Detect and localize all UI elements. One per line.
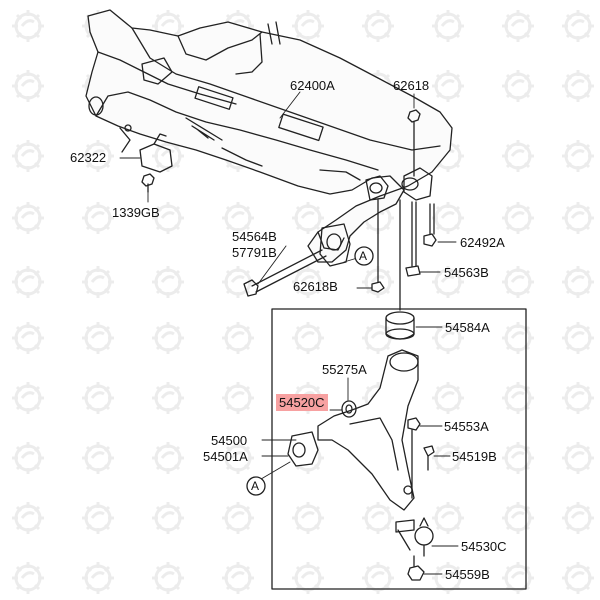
label-rear-bolt-a: 54564B bbox=[232, 229, 277, 244]
subframe-top-edge bbox=[131, 27, 441, 151]
label-ball-nut: 54559B bbox=[445, 567, 490, 582]
gear-wrench-icon bbox=[80, 264, 116, 300]
gear-wrench-icon bbox=[560, 440, 596, 476]
gear-wrench-icon bbox=[290, 320, 326, 356]
label-washer-bolt: 54563B bbox=[444, 265, 489, 280]
gear-wrench-icon bbox=[80, 320, 116, 356]
gear-wrench-icon bbox=[290, 264, 326, 300]
gear-wrench-icon bbox=[10, 560, 46, 596]
gear-wrench-icon bbox=[10, 8, 46, 44]
gear-wrench-icon bbox=[430, 440, 466, 476]
gear-wrench-icon bbox=[430, 380, 466, 416]
gear-wrench-icon bbox=[560, 264, 596, 300]
label-bolt-right: 62492A bbox=[460, 235, 505, 250]
label-arm-bolt: 54553A bbox=[444, 419, 489, 434]
gear-wrench-icon bbox=[560, 68, 596, 104]
gear-wrench-icon bbox=[220, 560, 256, 596]
gear-wrench-icon bbox=[500, 500, 536, 536]
gear-wrench-icon bbox=[10, 500, 46, 536]
gear-wrench-icon bbox=[220, 264, 256, 300]
callout-a-top-label: A bbox=[359, 249, 368, 263]
gear-wrench-icon bbox=[290, 500, 326, 536]
gear-wrench-icon bbox=[10, 440, 46, 476]
gear-wrench-icon bbox=[500, 138, 536, 174]
gear-wrench-icon bbox=[500, 380, 536, 416]
callout-a-bottom bbox=[246, 476, 266, 496]
gear-wrench-icon bbox=[560, 8, 596, 44]
gear-wrench-icon bbox=[150, 200, 186, 236]
label-bracket-nut: 1339GB bbox=[112, 205, 160, 220]
gear-wrench-icon bbox=[430, 500, 466, 536]
gear-wrench-icon bbox=[430, 68, 466, 104]
gear-wrench-icon bbox=[560, 138, 596, 174]
label-arm-a: 54500 bbox=[211, 433, 248, 448]
label-bracket: 62322 bbox=[70, 150, 107, 165]
gear-wrench-icon bbox=[220, 500, 256, 536]
gear-wrench-icon bbox=[10, 200, 46, 236]
gear-wrench-icon bbox=[500, 560, 536, 596]
gear-wrench-icon bbox=[150, 500, 186, 536]
gear-wrench-icon bbox=[500, 264, 536, 300]
callout-a-bottom-label: A bbox=[251, 479, 260, 493]
gear-wrench-icon bbox=[150, 380, 186, 416]
gear-wrench-icon bbox=[290, 560, 326, 596]
gear-wrench-icon bbox=[80, 380, 116, 416]
gear-wrench-icon bbox=[500, 68, 536, 104]
lower-arm bbox=[317, 349, 419, 511]
label-rear-bolt-b: 57791B bbox=[232, 245, 277, 260]
label-bushing-top: 54584A bbox=[445, 320, 490, 335]
gear-wrench-icon bbox=[500, 320, 536, 356]
callout-a-top bbox=[354, 246, 374, 266]
gear-wrench-icon bbox=[500, 8, 536, 44]
gear-wrench-icon bbox=[80, 138, 116, 174]
label-bushing-washer: 55275A bbox=[322, 362, 367, 377]
gear-wrench-icon bbox=[360, 500, 396, 536]
gear-wrench-icon bbox=[10, 320, 46, 356]
gear-wrench-icon bbox=[80, 560, 116, 596]
gear-wrench-icon bbox=[430, 320, 466, 356]
gear-wrench-icon bbox=[360, 8, 396, 44]
gear-wrench-icon bbox=[360, 560, 396, 596]
label-bolt-top: 62618 bbox=[393, 78, 430, 93]
gear-wrench-icon bbox=[500, 200, 536, 236]
gear-wrench-icon bbox=[290, 8, 326, 44]
gear-wrench-icon bbox=[430, 8, 466, 44]
label-arm-bolt2: 54519B bbox=[452, 449, 497, 464]
gear-wrench-icon bbox=[150, 264, 186, 300]
gear-wrench-icon bbox=[290, 200, 326, 236]
label-bushing-front-highlighted: 54520C bbox=[276, 394, 328, 411]
gear-wrench-icon bbox=[80, 500, 116, 536]
gear-wrench-icon bbox=[10, 380, 46, 416]
gear-wrench-icon bbox=[560, 560, 596, 596]
gear-wrench-icon bbox=[560, 320, 596, 356]
gear-wrench-icon bbox=[80, 440, 116, 476]
gear-wrench-icon bbox=[560, 200, 596, 236]
label-arm-b: 54501A bbox=[203, 449, 248, 464]
gear-wrench-icon bbox=[10, 68, 46, 104]
gear-wrench-icon bbox=[10, 138, 46, 174]
gear-wrench-icon bbox=[220, 380, 256, 416]
gear-wrench-icon bbox=[80, 200, 116, 236]
label-bolt-bottom: 62618B bbox=[293, 279, 338, 294]
gear-wrench-icon bbox=[220, 440, 256, 476]
rear-mount bbox=[319, 223, 351, 267]
gear-wrench-icon bbox=[150, 440, 186, 476]
subframe-body bbox=[85, 9, 453, 263]
gear-wrench-icon bbox=[430, 560, 466, 596]
gear-wrench-icon bbox=[220, 320, 256, 356]
gear-wrench-icon bbox=[430, 200, 466, 236]
gear-wrench-icon bbox=[430, 264, 466, 300]
gear-wrench-icon bbox=[10, 264, 46, 300]
gear-wrench-icon bbox=[150, 320, 186, 356]
bracket-62322 bbox=[139, 143, 173, 173]
gear-wrench-icon bbox=[560, 380, 596, 416]
gear-wrench-icon bbox=[220, 200, 256, 236]
label-ball-joint: 54530C bbox=[461, 539, 507, 554]
label-subframe: 62400A bbox=[290, 78, 335, 93]
gear-wrench-icon bbox=[500, 440, 536, 476]
gear-wrench-icon bbox=[560, 500, 596, 536]
gear-wrench-icon bbox=[150, 560, 186, 596]
